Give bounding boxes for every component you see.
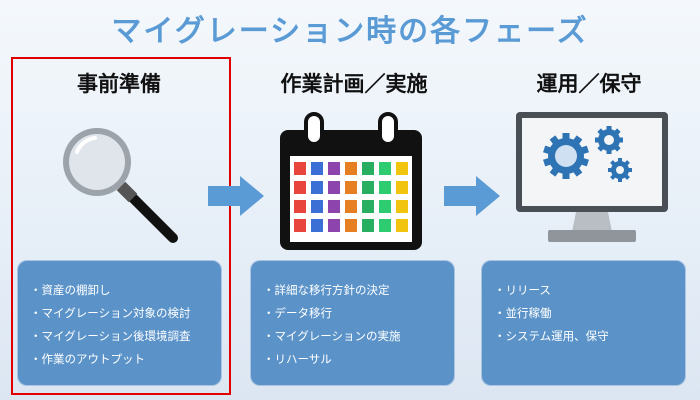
phase-box-planning: 詳細な移行方針の決定 データ移行 マイグレーションの実施 リハーサル (250, 260, 455, 386)
calendar-cell (379, 181, 391, 194)
list-item: 並行稼働 (494, 302, 685, 325)
calendar-cell (396, 219, 408, 232)
gear-tooth (618, 177, 622, 182)
calendar-cell (379, 200, 391, 213)
list-item: リリース (494, 279, 685, 302)
arrow-right-icon (444, 176, 500, 216)
calendar-cell (379, 162, 391, 175)
gear-tooth (610, 173, 617, 180)
gear-tooth (572, 166, 583, 177)
calendar-cell (311, 181, 323, 194)
gear-tooth (580, 145, 589, 155)
calendar-cell (294, 219, 306, 232)
gear-tooth (610, 160, 617, 167)
phase-box-preparation: 資産の棚卸し マイグレーション対象の検討 マイグレーション後環境調査 作業のアウ… (17, 260, 222, 386)
gear-tooth (543, 157, 552, 167)
list-item: 詳細な移行方針の決定 (263, 279, 454, 302)
calendar-cell (362, 219, 374, 232)
calendar-cell (362, 162, 374, 175)
calendar-cell (345, 181, 357, 194)
calendar-cell (396, 162, 408, 175)
gear-tooth (549, 166, 560, 177)
gear-tooth (562, 172, 570, 179)
list-item: 作業のアウトプット (30, 348, 221, 371)
gear-tooth (606, 126, 612, 131)
list-item: マイグレーション対象の検討 (30, 302, 221, 325)
calendar-icon (280, 112, 422, 250)
calendar-cell (328, 200, 340, 213)
calendar-cell (311, 219, 323, 232)
phase-box-operation: リリース 並行稼働 システム運用、保守 (481, 260, 686, 386)
monitor-gears-icon (516, 112, 668, 242)
calendar-cell (294, 181, 306, 194)
gear-tooth (618, 137, 623, 143)
gear-tooth (572, 135, 583, 146)
gear-tooth (580, 157, 589, 167)
arrow-right-icon (208, 176, 264, 216)
calendar-cell (345, 200, 357, 213)
calendar-cell (345, 219, 357, 232)
gear-tooth (623, 173, 630, 180)
calendar-cell (345, 162, 357, 175)
calendar-cell (362, 200, 374, 213)
calendar-cell (328, 181, 340, 194)
gear-tooth (623, 160, 630, 167)
gear-tooth (543, 145, 552, 155)
list-item: リハーサル (263, 348, 454, 371)
calendar-cell (328, 219, 340, 232)
list-item: 資産の棚卸し (30, 279, 221, 302)
gear-tooth (606, 149, 612, 154)
calendar-cell (328, 162, 340, 175)
gear-tooth (549, 135, 560, 146)
calendar-cell (311, 200, 323, 213)
list-item: システム運用、保守 (494, 325, 685, 348)
phase-title-planning: 作業計画／実施 (280, 72, 428, 96)
highlight-frame (11, 57, 231, 395)
magnifier-icon (63, 128, 178, 243)
list-item: マイグレーションの実施 (263, 325, 454, 348)
gear-tooth (618, 158, 622, 163)
list-item: マイグレーション後環境調査 (30, 325, 221, 348)
gear-tooth (627, 168, 632, 172)
phase-title-preparation: 事前準備 (77, 72, 161, 96)
gear-tooth (562, 133, 570, 140)
slide-title: マイグレーション時の各フェーズ (111, 14, 589, 49)
gear-tooth (608, 168, 613, 172)
calendar-cell (396, 181, 408, 194)
list-item: データ移行 (263, 302, 454, 325)
gear-tooth (595, 137, 600, 143)
calendar-cell (294, 200, 306, 213)
calendar-cell (362, 181, 374, 194)
calendar-cell (294, 162, 306, 175)
calendar-cell (379, 219, 391, 232)
phase-title-operation: 運用／保守 (536, 72, 642, 96)
calendar-cell (311, 162, 323, 175)
calendar-cell (396, 200, 408, 213)
